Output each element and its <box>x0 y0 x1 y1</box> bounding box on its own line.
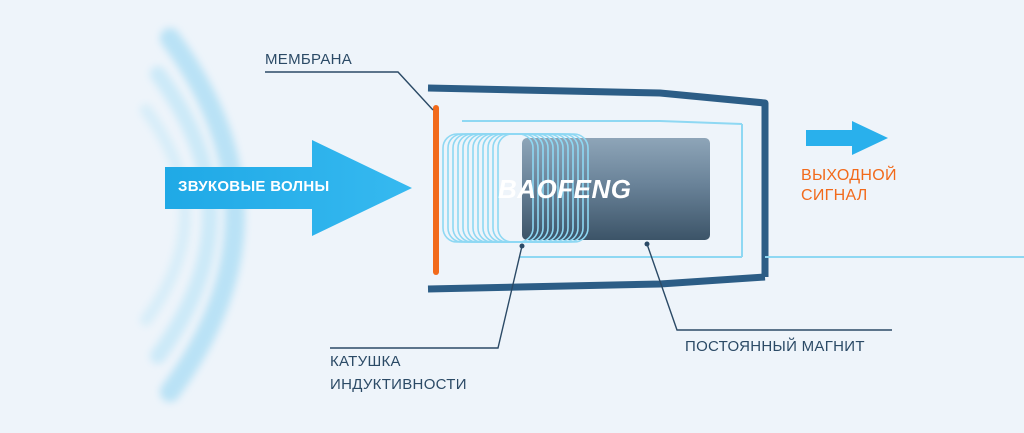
inner-rail-top <box>462 120 743 125</box>
output-label-line1: ВЫХОДНОЙ <box>801 167 897 184</box>
brand-logo: BAOFENG <box>498 174 632 204</box>
sound-wave-arc-3 <box>140 104 191 326</box>
sound-wave-arc-2 <box>150 66 218 364</box>
housing-top <box>427 84 769 277</box>
coil-leader-dot <box>519 243 525 249</box>
sound-waves-label: ЗВУКОВЫЕ ВОЛНЫ <box>178 178 330 195</box>
sound-waves-arrow <box>165 140 412 236</box>
housing-bottom <box>427 273 766 293</box>
magnet-leader <box>646 243 892 331</box>
magnet-label: ПОСТОЯННЫЙ МАГНИТ <box>685 338 865 355</box>
sound-wave-icon <box>140 28 245 402</box>
arrow-right-icon <box>806 121 888 155</box>
inductance-coil <box>442 133 589 243</box>
membrane-label: МЕМБРАНА <box>265 51 353 68</box>
output-label-line2: СИГНАЛ <box>801 187 868 204</box>
permanent-magnet <box>522 138 710 240</box>
coil-label-line1: КАТУШКА <box>330 353 401 370</box>
coil-label-line2: ИНДУКТИВНОСТИ <box>330 376 467 393</box>
coil-leader <box>330 245 523 349</box>
leader-lines <box>265 71 892 349</box>
sound-wave-arc-1 <box>160 28 245 402</box>
membrane-leader <box>265 71 434 111</box>
magnet-leader-dot <box>644 241 650 247</box>
